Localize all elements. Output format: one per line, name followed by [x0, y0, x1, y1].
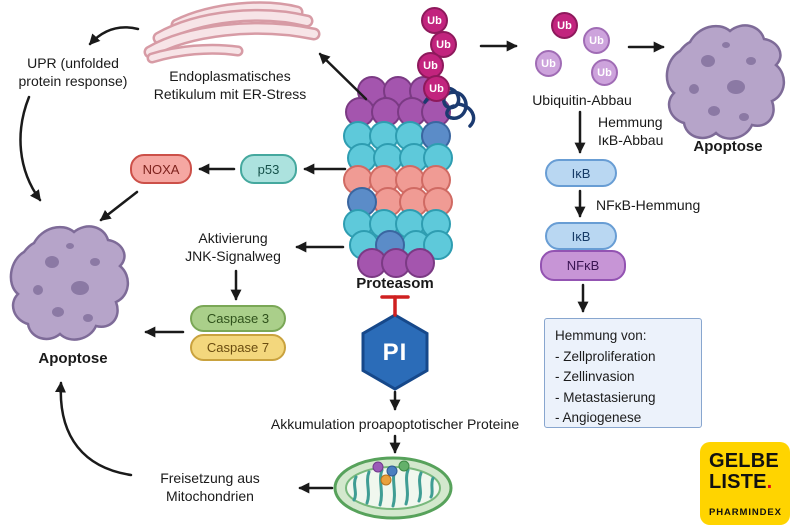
upr-label: UPR (unfolded protein response): [18, 55, 128, 89]
hemmung-box-item: - Metastasierung: [555, 389, 656, 405]
logo-subtitle: PHARMINDEX: [709, 507, 782, 518]
inhibitor-t-icon: [380, 295, 410, 317]
protein-dot-purple: [372, 461, 384, 473]
ubiquitin-icon: Ub: [423, 75, 450, 102]
gelbe-liste-logo: GELBE LISTE. PHARMINDEX: [700, 442, 790, 525]
proteasom-illustration: [343, 76, 453, 278]
apoptose-left-label: Apoptose: [38, 350, 108, 367]
hemmung-box-item: - Zellproliferation: [555, 348, 656, 364]
arrows: [19, 26, 665, 494]
caspase7-node: Caspase 7: [190, 334, 286, 361]
mitochondria-illustration: [333, 456, 453, 520]
ubiquitin-abbau-label: Ubiquitin-Abbau: [532, 92, 632, 108]
ubiquitin-icon: Ub: [583, 27, 610, 54]
arrow-upr-to-apoptose: [19, 95, 42, 202]
proteasom-label: Proteasom: [356, 275, 434, 292]
apoptose-right-label: Apoptose: [693, 138, 763, 155]
hemmung-box-item: - Zellinvasion: [555, 369, 635, 384]
hemmung-box-title: Hemmung von:: [555, 328, 647, 343]
hemmung-ikb-label: Hemmung IκB-Abbau: [598, 114, 664, 148]
arrow-proteasom-to-er: [318, 52, 368, 101]
jnk-label: Aktivierung JNK-Signalweg: [185, 230, 281, 264]
hemmung-box: Hemmung von: - Zellproliferation - Zelli…: [544, 318, 702, 428]
nfkb-hemmung-label: NFκB-Hemmung: [596, 197, 701, 213]
ubiquitin-icon: Ub: [535, 50, 562, 77]
ikb-node: IκB: [545, 159, 617, 187]
caspase3-node: Caspase 3: [190, 305, 286, 332]
ubiquitin-icon: Ub: [421, 7, 448, 34]
er-label: Endoplasmatisches Retikulum mit ER-Stres…: [153, 68, 307, 102]
noxa-node: NOXA: [130, 154, 192, 184]
logo-line2: LISTE.: [709, 471, 773, 493]
ubiquitin-icon: Ub: [430, 31, 457, 58]
akkumulation-label: Akkumulation proapoptotischer Proteine: [270, 416, 520, 432]
logo-red-dot: .: [766, 471, 773, 493]
logo-line1: GELBE: [709, 450, 779, 472]
ikb-node: IκB: [545, 222, 617, 250]
protein-dot-blue: [386, 465, 398, 477]
protein-dot-orange: [380, 474, 392, 486]
er-illustration: [143, 1, 321, 64]
arrow-freisetzung-to-apoptose: [55, 381, 133, 477]
hemmung-box-item: - Angiogenese: [555, 410, 642, 425]
pi-hexagon: [361, 313, 429, 391]
p53-node: p53: [240, 154, 297, 184]
unfolded-protein-icon: [423, 86, 476, 128]
ubiquitin-icon: Ub: [551, 12, 578, 39]
nfkb-node: NFκB: [540, 250, 626, 281]
protein-dot-green: [398, 460, 410, 472]
pi-node-label: PI: [382, 339, 408, 366]
ubiquitin-icon: Ub: [591, 59, 618, 86]
arrow-noxa-to-apoptose: [99, 190, 139, 222]
arrow-er-to-upr: [88, 26, 140, 46]
apoptose-blob-left: [9, 225, 129, 341]
freisetzung-label: Freisetzung aus Mitochondrien: [160, 470, 260, 504]
